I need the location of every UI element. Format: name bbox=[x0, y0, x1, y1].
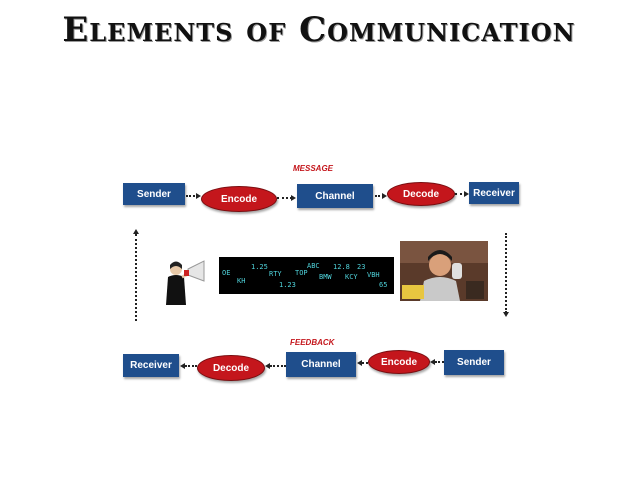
top-connector-4 bbox=[455, 193, 466, 195]
strip-text-5: 1.23 bbox=[279, 281, 296, 289]
data-strip: OE KH 1.25 RTY 1.23 TOP ABC BMW 12.8 KCY… bbox=[219, 257, 394, 294]
bottom-decode-oval: Decode bbox=[197, 355, 265, 381]
top-arrow-4 bbox=[464, 191, 469, 197]
bottom-receiver-box: Receiver bbox=[123, 354, 179, 377]
bottom-arrow-2 bbox=[265, 363, 270, 369]
top-encode-oval: Encode bbox=[201, 186, 277, 212]
bottom-arrow-3 bbox=[357, 360, 362, 366]
bottom-connector-2 bbox=[270, 365, 286, 367]
megaphone-person-image bbox=[160, 255, 212, 305]
top-arrow-1 bbox=[196, 193, 201, 199]
top-connector-2 bbox=[277, 197, 292, 199]
strip-text-6: TOP bbox=[295, 269, 308, 277]
bottom-channel-box: Channel bbox=[286, 352, 356, 377]
message-label: MESSAGE bbox=[293, 164, 334, 173]
page-title: Elements of Communication bbox=[62, 10, 576, 50]
bottom-sender-box: Sender bbox=[444, 350, 504, 375]
top-connector-3 bbox=[375, 195, 384, 197]
strip-text-9: 12.8 bbox=[333, 263, 350, 271]
phone-person-image bbox=[400, 241, 488, 301]
strip-text-7: ABC bbox=[307, 262, 320, 270]
top-arrow-3 bbox=[382, 193, 387, 199]
top-receiver-box: Receiver bbox=[469, 182, 519, 204]
strip-text-4: RTY bbox=[269, 270, 282, 278]
top-arrow-2 bbox=[291, 195, 296, 201]
strip-text-3: 1.25 bbox=[251, 263, 268, 271]
right-down-arrow bbox=[503, 312, 509, 317]
top-decode-oval: Decode bbox=[387, 182, 455, 206]
top-connector-1 bbox=[186, 195, 198, 197]
bottom-encode-oval: Encode bbox=[368, 350, 430, 374]
strip-text-2: KH bbox=[237, 277, 246, 285]
bottom-connector-1 bbox=[185, 365, 197, 367]
right-vertical-line bbox=[505, 233, 507, 313]
bottom-arrow-1 bbox=[180, 363, 185, 369]
strip-text-11: 23 bbox=[357, 263, 366, 271]
strip-text-12: VBH bbox=[367, 271, 380, 279]
left-up-arrow bbox=[133, 229, 139, 234]
left-vertical-line bbox=[135, 234, 137, 321]
bottom-connector-3 bbox=[362, 362, 368, 364]
feedback-label: FEEDBACK bbox=[290, 338, 335, 347]
bottom-arrow-4 bbox=[430, 359, 435, 365]
strip-text-13: 65 bbox=[379, 281, 388, 289]
top-channel-box: Channel bbox=[297, 184, 373, 208]
strip-text-1: OE bbox=[222, 269, 231, 277]
strip-text-10: KCY bbox=[345, 273, 358, 281]
top-sender-box: Sender bbox=[123, 183, 185, 205]
bottom-connector-4 bbox=[435, 361, 444, 363]
strip-text-8: BMW bbox=[319, 273, 332, 281]
